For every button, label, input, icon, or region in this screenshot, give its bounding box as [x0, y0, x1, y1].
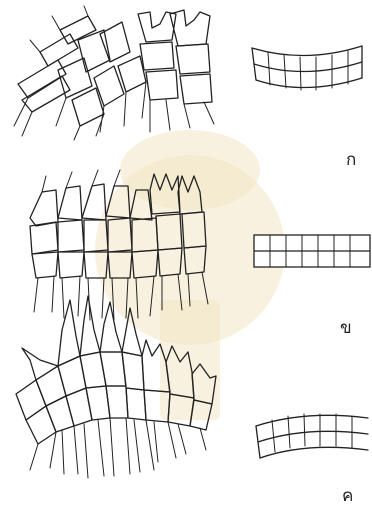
- row-b-label: ข: [340, 320, 352, 337]
- row-a-label: ก: [346, 152, 356, 169]
- row-c-label: ค: [342, 488, 353, 505]
- tooth-row-a: [14, 6, 214, 140]
- arch-diagram-a: [252, 46, 362, 90]
- arch-diagram-b: [254, 235, 370, 267]
- watermark-emblem: [95, 130, 285, 420]
- arch-diagram-c: [256, 414, 368, 458]
